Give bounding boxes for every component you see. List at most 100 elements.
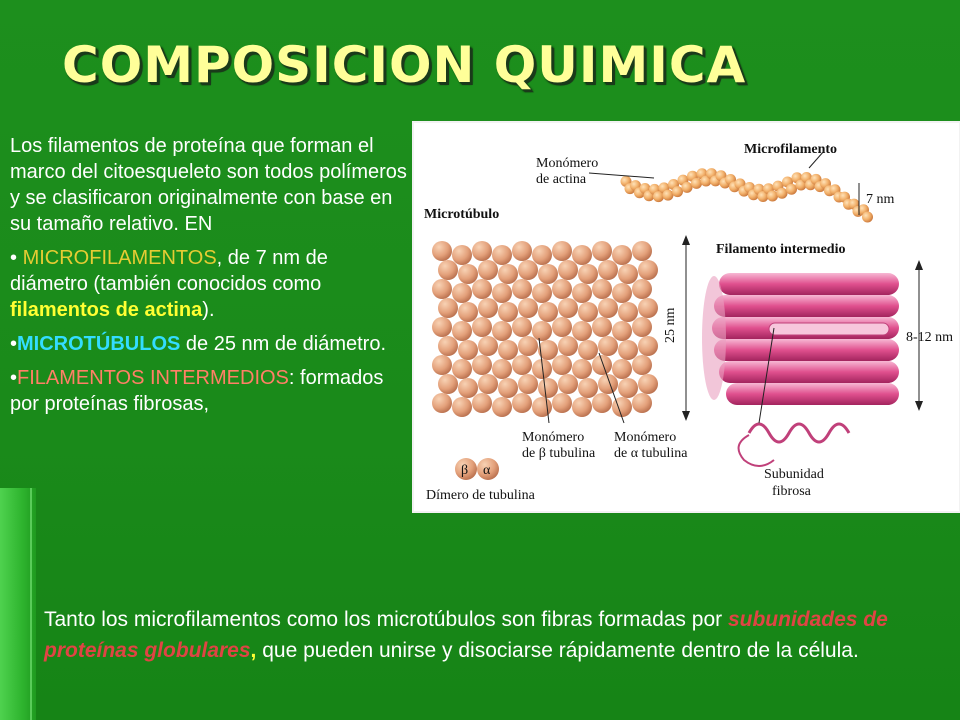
- cytoskeleton-figure: Microfilamento Monómero de actina 7 nm M…: [412, 121, 960, 513]
- term-microtubulos: MICROTÚBULOS: [17, 333, 181, 355]
- tubulin-monomer: [458, 264, 478, 284]
- tubulin-monomer: [478, 260, 498, 280]
- tubulin-monomer: [458, 378, 478, 398]
- tubulin-monomer: [492, 397, 512, 417]
- tubulin-monomer: [532, 397, 552, 417]
- tubulin-monomer: [632, 279, 652, 299]
- bullet-text: : formados por proteínas fibrosas,: [10, 367, 384, 415]
- tubulin-monomer: [432, 317, 452, 337]
- tubulin-monomer: [518, 336, 538, 356]
- tubulin-monomer: [598, 336, 618, 356]
- tubulin-monomer: [632, 355, 652, 375]
- tubulin-monomer: [552, 279, 572, 299]
- tubulin-monomer: [612, 283, 632, 303]
- label-25nm: 25 nm: [663, 308, 678, 344]
- label-alpha: α: [483, 463, 491, 478]
- emphasis-comma: ,: [250, 639, 257, 662]
- tubulin-monomer: [472, 393, 492, 413]
- tubulin-monomer: [512, 355, 532, 375]
- label-beta: β: [461, 463, 468, 478]
- tubulin-monomer: [578, 302, 598, 322]
- leader-microfilamento: [808, 150, 825, 169]
- label-mono-beta-1: Monómero: [522, 430, 584, 445]
- tubulin-monomer: [512, 279, 532, 299]
- tubulin-monomer: [558, 374, 578, 394]
- tubulin-monomer: [432, 393, 452, 413]
- cytoskeleton-diagram: Microfilamento Monómero de actina 7 nm M…: [424, 142, 953, 503]
- body-text: Los filamentos de proteína que forman el…: [10, 133, 410, 425]
- microfilament-chain: [620, 168, 873, 223]
- alpha-subunit: [477, 458, 499, 480]
- tubulin-monomer: [612, 359, 632, 379]
- tubulin-monomer: [518, 298, 538, 318]
- label-7nm: 7 nm: [866, 192, 895, 207]
- tubulin-monomer: [438, 298, 458, 318]
- tubulin-monomer: [578, 340, 598, 360]
- tubulin-monomer: [578, 378, 598, 398]
- tubulin-monomer: [478, 336, 498, 356]
- bottom-text-a: Tanto los microfilamentos como los micro…: [44, 608, 728, 631]
- tubulin-monomer: [518, 374, 538, 394]
- tubulin-monomer: [438, 374, 458, 394]
- label-mono-beta-2: de β tubulina: [522, 446, 596, 461]
- tubulin-monomer: [432, 279, 452, 299]
- tubulin-monomer: [558, 298, 578, 318]
- tubulin-monomer: [498, 264, 518, 284]
- microtubule: [432, 241, 658, 417]
- tubulin-monomer: [498, 340, 518, 360]
- tubulin-monomer: [478, 298, 498, 318]
- beta-subunit: [455, 458, 477, 480]
- term-filamentos-actina: filamentos de actina: [10, 299, 203, 321]
- tubulin-monomer: [598, 298, 618, 318]
- tubulin-monomer: [538, 302, 558, 322]
- tubulin-monomer: [592, 355, 612, 375]
- label-mono-alpha-1: Monómero: [614, 430, 676, 445]
- tubulin-monomer: [438, 260, 458, 280]
- tubulin-monomer: [638, 260, 658, 280]
- bullet-microfilamentos: • MICROFILAMENTOS, de 7 nm de diámetro (…: [10, 245, 410, 323]
- arrow-up: [682, 235, 690, 245]
- tubulin-monomer: [452, 245, 472, 265]
- label-monomero-actina-2: de actina: [536, 172, 587, 187]
- label-dimero: Dímero de tubulina: [426, 488, 536, 503]
- tubulin-monomer: [638, 374, 658, 394]
- tubulin-monomer: [472, 279, 492, 299]
- tubulin-monomer: [458, 302, 478, 322]
- tubulin-monomer: [592, 279, 612, 299]
- tubulin-monomer: [432, 355, 452, 375]
- intro-paragraph: Los filamentos de proteína que forman el…: [10, 135, 407, 235]
- label-subunidad-2: fibrosa: [772, 484, 812, 499]
- tubulin-monomer: [592, 317, 612, 337]
- slide-title: COMPOSICION QUIMICA: [62, 36, 747, 94]
- tubulin-monomer: [492, 283, 512, 303]
- tubulin-monomer: [518, 260, 538, 280]
- left-accent-line: [30, 488, 32, 720]
- arrow-down: [682, 411, 690, 421]
- leader-subunidad: [758, 327, 775, 424]
- tubulin-monomer: [552, 241, 572, 261]
- label-filamento-intermedio: Filamento intermedio: [716, 242, 845, 257]
- tubulin-monomer: [632, 393, 652, 413]
- tubulin-monomer: [632, 241, 652, 261]
- tubulin-monomer: [538, 378, 558, 398]
- actin-monomer: [672, 186, 683, 198]
- actin-monomer: [653, 191, 664, 203]
- bullet-microtubulos: •MICROTÚBULOS de 25 nm de diámetro.: [10, 331, 410, 357]
- leader-alpha: [598, 352, 625, 424]
- tubulin-monomer: [618, 378, 638, 398]
- tubulin-monomer: [532, 359, 552, 379]
- tubulin-monomer: [452, 283, 472, 303]
- tubulin-monomer: [472, 241, 492, 261]
- label-microtubulo: Microtúbulo: [424, 207, 499, 222]
- actin-monomer: [767, 190, 778, 202]
- emphasis-globulares: subunidades de proteínas globulares: [44, 608, 888, 662]
- tubulin-monomer: [572, 245, 592, 265]
- tubulin-monomer: [432, 241, 452, 261]
- leader-actina: [588, 172, 655, 179]
- tubulin-monomer: [572, 283, 592, 303]
- tubulin-monomer: [558, 336, 578, 356]
- tubulin-monomer: [612, 397, 632, 417]
- label-microfilamento: Microfilamento: [744, 142, 837, 157]
- tubulin-monomer: [492, 245, 512, 265]
- tubulin-monomer: [472, 317, 492, 337]
